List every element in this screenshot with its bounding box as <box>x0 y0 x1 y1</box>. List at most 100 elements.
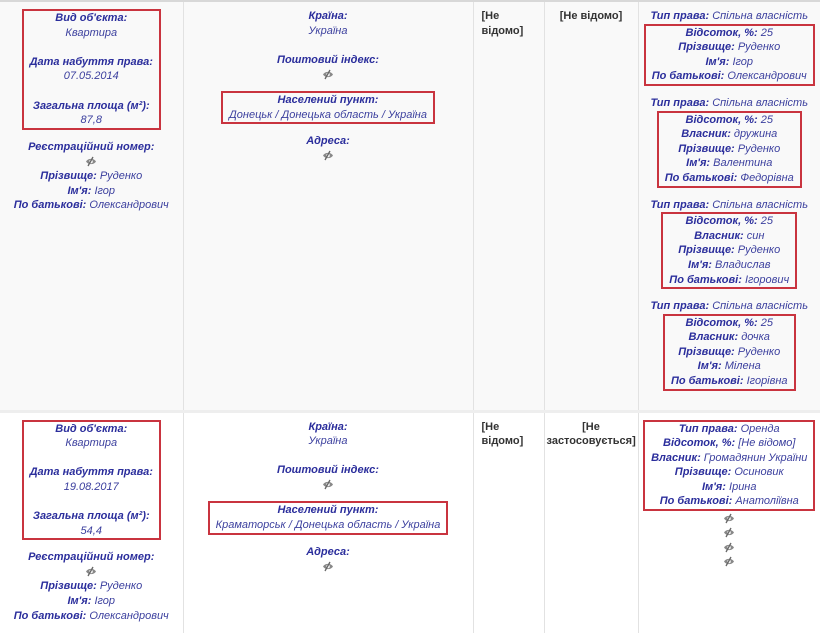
eye-slash-icon <box>86 567 97 577</box>
field-label: Вид об'єкта: <box>55 12 128 24</box>
field-label: Прізвище: <box>678 345 735 358</box>
locality-box: Населений пункт: Донецьк / Донецька облас… <box>221 90 435 125</box>
field-label: Тип права: <box>678 422 738 435</box>
field-label: По батькові: <box>664 171 738 184</box>
field: Ім'я: Валентина <box>665 156 794 171</box>
eye-slash-icon <box>323 480 333 490</box>
field: Прізвище: Руденко <box>665 142 794 157</box>
field-label: Дата набуття права: <box>29 55 153 68</box>
field-value: Ігорович <box>744 273 790 286</box>
field-label: Відсоток, %: <box>685 113 758 126</box>
field: Ім'я: Ігор <box>4 184 179 199</box>
field-label: По батькові: <box>13 199 87 212</box>
field: Прізвище: Руденко <box>652 40 807 55</box>
value-cell: [Не застосовується] <box>543 409 638 633</box>
field-value: Ігор <box>732 55 754 68</box>
field-label: Загальна площа (м²): <box>32 99 150 112</box>
field-label: Відсоток, %: <box>685 215 758 228</box>
field-value: Руденко <box>737 41 781 54</box>
field-label: Ім'я: <box>705 55 730 68</box>
field-value: Україна <box>308 435 348 448</box>
field: Ім'я: Ірина <box>651 480 807 495</box>
field-value: [Не відомо] <box>738 437 796 450</box>
field: Ім'я: Ігор <box>4 594 179 609</box>
field: Ім'я: Владислав <box>669 258 789 273</box>
field-label: Населений пункт: <box>277 504 379 517</box>
field-value: Валентина <box>713 157 773 170</box>
field: По батькові: Ігорівна <box>671 374 788 389</box>
eye-slash-icon <box>323 69 333 80</box>
field-value: Руденко <box>99 580 143 593</box>
eye-slash-icon <box>724 542 735 553</box>
field: Прізвище: Осиновик <box>651 465 807 480</box>
field: Тип права: Спільна власність <box>643 198 817 213</box>
field: Власник: Громадянин України <box>651 451 807 466</box>
field: По батькові: Олександрович <box>4 609 179 624</box>
locality-box: Населений пункт:Краматорськ / Донецька о… <box>207 501 449 535</box>
cost-cell: [Не відомо] <box>472 409 544 633</box>
field-value: Спільна власність <box>712 300 808 313</box>
field-label: Відсоток, %: <box>685 316 758 329</box>
field-value: дружина <box>733 128 778 141</box>
field-label: Країна: <box>308 420 348 433</box>
field: Тип права: Спільна власність <box>643 96 817 111</box>
field-value: Руденко <box>737 142 781 155</box>
field-label: По батькові: <box>669 273 742 286</box>
field-value: 19.08.2017 <box>63 480 119 493</box>
field-label: Реєстраційний номер: <box>28 551 155 564</box>
field-label: Прізвище: <box>40 169 97 182</box>
field-label: Прізвище: <box>678 142 735 155</box>
field-value: Осиновик <box>734 466 784 479</box>
field-label: Поштовий індекс: <box>277 53 379 66</box>
field-label: Адреса: <box>306 135 350 148</box>
field: Прізвище: Руденко <box>671 345 788 360</box>
field-label: Ім'я: <box>686 157 711 170</box>
field: Власник: дружина <box>665 127 794 142</box>
field: Відсоток, %: 25 <box>652 26 807 41</box>
field-label: Ім'я: <box>67 595 92 608</box>
field-label: Ім'я: <box>67 184 92 197</box>
field-value: 25 <box>760 215 773 228</box>
field: По батькові: Олександрович <box>652 69 807 84</box>
field-label: Відсоток, %: <box>663 437 736 450</box>
field-value: 25 <box>760 316 773 329</box>
field-value: 07.05.2014 <box>63 70 119 83</box>
field: Прізвище: Руденко <box>669 243 789 258</box>
field: По батькові: Анатоліївна <box>651 494 807 509</box>
field-label: Прізвище: <box>678 244 735 257</box>
field-value: 25 <box>760 113 773 126</box>
field-value: Ігор <box>94 184 116 197</box>
field-label: Прізвище: <box>674 466 732 479</box>
field-label: Прізвище: <box>40 580 97 593</box>
field: По батькові: Олександрович <box>4 198 179 213</box>
field-label: Ім'я: <box>688 258 712 271</box>
field-label: Ім'я: <box>702 480 726 493</box>
field-label: Населений пункт: <box>277 93 379 106</box>
field: Прізвище: Руденко <box>4 579 179 594</box>
field-label: Країна: <box>308 10 348 22</box>
field-label: Реєстраційний номер: <box>28 140 155 153</box>
field-label: Вид об'єкта: <box>55 422 128 435</box>
field-value: Донецьк / Донецька область / Україна <box>229 108 427 121</box>
field-value: Спільна власність <box>712 198 808 211</box>
field-value: Олександрович <box>89 609 169 622</box>
field-label: По батькові: <box>670 375 744 388</box>
field-label: Власник: <box>681 128 731 141</box>
field-value: Мілена <box>724 360 761 373</box>
field: Відсоток, %: 25 <box>665 113 794 128</box>
field-value: Оренда <box>740 422 780 435</box>
field-label: Дата набуття права: <box>29 466 153 479</box>
field-label: По батькові: <box>659 495 733 508</box>
